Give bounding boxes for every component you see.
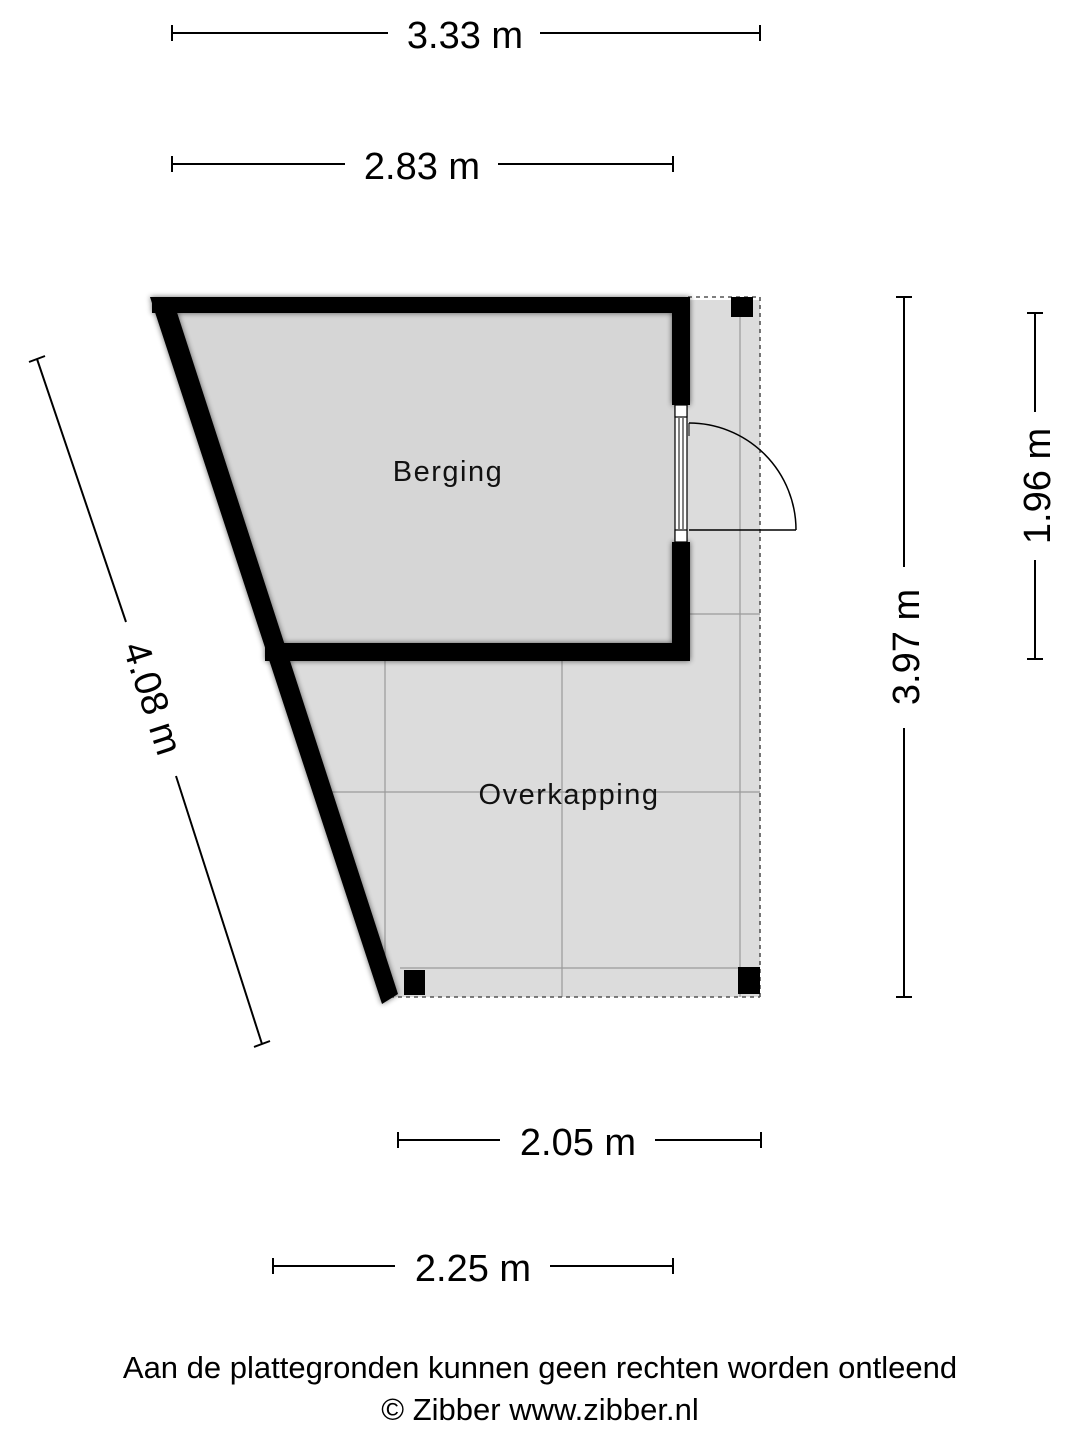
dim-right-partial: 1.96 m [1017,428,1059,544]
dimension-lines [28,25,1043,1274]
canopy-grid [324,300,760,997]
storage-floor [160,303,683,657]
dim-left-diagonal: 4.08 m [114,637,190,760]
footer-disclaimer: Aan de plattegronden kunnen geen rechten… [122,1350,958,1385]
wall-right-lower [672,542,690,661]
post-top-right [731,297,753,317]
door-frame [674,404,688,543]
door-swing-arc [688,422,797,531]
dim-right-full: 3.97 m [886,589,928,705]
door [674,404,797,543]
post-bottom-right [738,967,760,994]
room-label-storage: Berging [393,456,503,488]
dim-bottom-inner: 2.05 m [520,1122,636,1164]
dim-bottom-outer: 2.25 m [415,1248,531,1290]
room-label-canopy: Overkapping [479,779,660,811]
walls [150,297,690,1004]
wall-right-upper [672,297,690,405]
footer-copyright: © Zibber www.zibber.nl [381,1392,699,1427]
wall-top [152,297,690,313]
dim-top-inner: 2.83 m [364,146,480,188]
wall-bottom-storage [265,643,690,661]
dim-top-outer: 3.33 m [407,15,523,57]
wall-slanted-left [150,297,398,1004]
posts [404,297,760,995]
post-bottom-left [404,970,425,995]
